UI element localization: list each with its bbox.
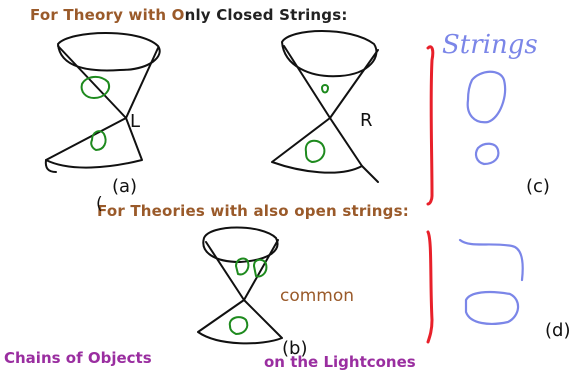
closed-string-large (466, 70, 507, 124)
lightcone-R-upper-sides (283, 45, 379, 119)
lightcone-L-loops (80, 76, 110, 151)
closed-title-prefix: For Theory with O (30, 6, 185, 24)
footer-text-left: Chains of Objects (4, 349, 152, 367)
closed-string-small (474, 142, 500, 166)
lightcone-common-upper-sides (205, 239, 279, 301)
panel-label-b: (b) (282, 338, 308, 359)
common-label: common (280, 286, 355, 306)
loop-L-upper (80, 76, 110, 99)
lightcone-R (271, 30, 379, 183)
panel-label-a: (a) (112, 176, 138, 197)
divider-lower (426, 230, 434, 344)
lightcone-L (44, 32, 161, 173)
lightcone-R-tail (361, 165, 379, 183)
lightcone-common-top-rim (202, 226, 279, 263)
cone-label-R: R (360, 110, 373, 131)
loop-common-upper-1 (235, 257, 250, 276)
cone-label-L: L (130, 111, 141, 132)
lightcone-common-loops (228, 257, 268, 335)
lightcone-R-top-rim (281, 30, 378, 78)
open-string-curve (458, 238, 524, 282)
panel-label-d: (d) (545, 320, 571, 341)
lightcone-L-top-rim (57, 32, 161, 72)
closed-title-suffix: nly Closed Strings: (184, 6, 348, 24)
lightcone-L-lower-sides (45, 117, 143, 169)
red-dividers (426, 45, 435, 344)
loop-R-lower (304, 139, 326, 163)
loop-common-lower (228, 316, 249, 335)
blue-string-drawings (458, 70, 524, 325)
open-strings-title: For Theories with also open strings: (97, 202, 409, 220)
strings-handwritten-label: Strings (442, 30, 538, 60)
panel-label-c: (c) (526, 176, 550, 197)
loop-L-lower (90, 130, 107, 151)
loop-R-upper (321, 84, 329, 94)
loop-common-upper-2 (253, 258, 268, 278)
footer-text-right: on the Lightcones (264, 353, 416, 371)
lightcone-R-lower-sides (271, 117, 363, 174)
open-string-loop (464, 290, 520, 325)
closed-strings-title: For Theory with Only Closed Strings: (30, 8, 348, 23)
lightcone-R-loops (304, 84, 329, 163)
lightcone-common (197, 226, 283, 345)
lightcone-L-lower-rim (44, 159, 57, 173)
stray-paren: ( (96, 194, 103, 214)
lightcone-common-lower-sides (197, 299, 283, 345)
divider-upper (426, 45, 435, 206)
